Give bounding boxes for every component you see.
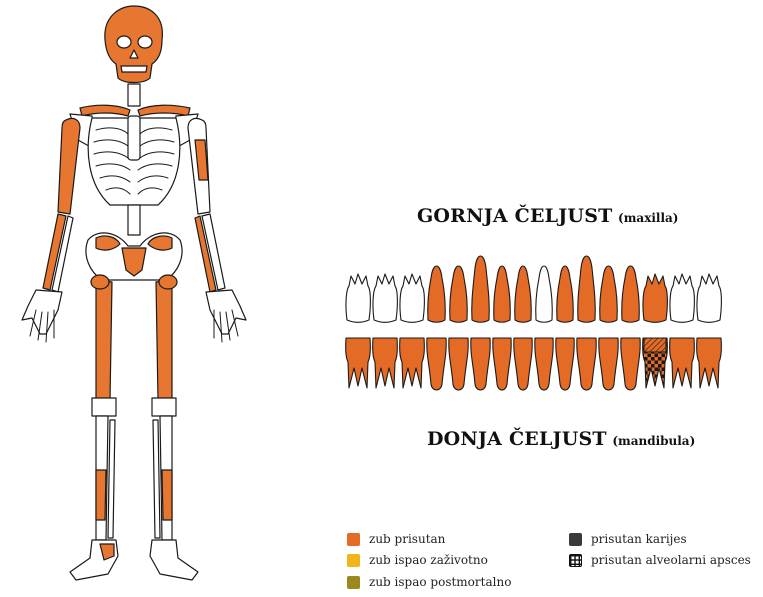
legend-swatch-lost-postmortem <box>347 576 360 589</box>
lower-tooth-1-molar <box>346 338 371 388</box>
upper-tooth-2-molar <box>373 274 397 322</box>
upper-tooth-7-incisor <box>494 266 511 322</box>
legend-lost-antemortem: zub ispao zaživotno <box>347 553 488 567</box>
lower-tooth-11-canine <box>577 338 596 390</box>
legend-swatch-present <box>347 533 360 546</box>
lower-tooth-15-molar <box>670 338 695 388</box>
legend-swatch-lost-antemortem <box>347 554 360 567</box>
legend-present: zub prisutan <box>347 532 445 546</box>
legend-label-abscess: prisutan alveolarni apsces <box>591 553 751 567</box>
lower-tooth-3-molar <box>400 338 425 388</box>
upper-tooth-12-premolar <box>600 266 618 322</box>
lower-tooth-12-premolar <box>599 338 618 390</box>
lower-jaw-title-sub: (mandibula) <box>612 434 695 448</box>
lower-tooth-14-caries-crown <box>644 338 666 352</box>
lower-tooth-10-incisor <box>556 338 574 390</box>
upper-tooth-9-incisor <box>536 266 553 322</box>
legend-caries: prisutan karijes <box>569 532 687 546</box>
upper-tooth-10-incisor <box>557 266 574 322</box>
lower-tooth-5-premolar <box>449 338 468 390</box>
upper-tooth-4-premolar <box>428 266 446 322</box>
lower-teeth-row <box>346 338 722 390</box>
upper-teeth-row <box>346 256 721 322</box>
upper-tooth-13-premolar <box>622 266 640 322</box>
upper-tooth-11-canine <box>578 256 596 322</box>
lower-tooth-2-molar <box>373 338 398 388</box>
legend-abscess: prisutan alveolarni apsces <box>569 553 751 567</box>
legend-lost-postmortem: zub ispao postmortalno <box>347 575 511 589</box>
upper-jaw-title-main: GORNJA ČELJUST <box>417 205 612 227</box>
upper-jaw-title-sub: (maxilla) <box>618 211 678 225</box>
legend-swatch-caries <box>569 533 582 546</box>
upper-tooth-6-canine <box>472 256 490 322</box>
upper-tooth-15-molar <box>670 274 694 322</box>
upper-tooth-16-molar <box>697 274 721 322</box>
legend-label-caries: prisutan karijes <box>591 532 687 546</box>
lower-tooth-4-premolar <box>427 338 446 390</box>
upper-tooth-3-molar <box>400 274 424 322</box>
lower-jaw-title: DONJA ČELJUST (mandibula) <box>427 428 695 450</box>
upper-tooth-5-premolar <box>450 266 468 322</box>
lower-jaw-title-main: DONJA ČELJUST <box>427 428 607 450</box>
lower-tooth-7-incisor <box>493 338 511 390</box>
upper-jaw-title: GORNJA ČELJUST (maxilla) <box>417 205 678 227</box>
lower-tooth-9-incisor <box>535 338 553 390</box>
lower-tooth-8-incisor <box>514 338 532 390</box>
lower-tooth-6-canine <box>471 338 490 390</box>
upper-tooth-8-incisor <box>515 266 532 322</box>
legend-swatch-abscess <box>569 554 582 567</box>
legend-label-lost-antemortem: zub ispao zaživotno <box>369 553 488 567</box>
upper-tooth-1-molar <box>346 274 370 322</box>
legend-label-present: zub prisutan <box>369 532 445 546</box>
lower-tooth-13-premolar <box>621 338 640 390</box>
upper-tooth-14-molar <box>643 274 667 322</box>
lower-tooth-16-molar <box>697 338 722 388</box>
legend-label-lost-postmortem: zub ispao postmortalno <box>369 575 511 589</box>
